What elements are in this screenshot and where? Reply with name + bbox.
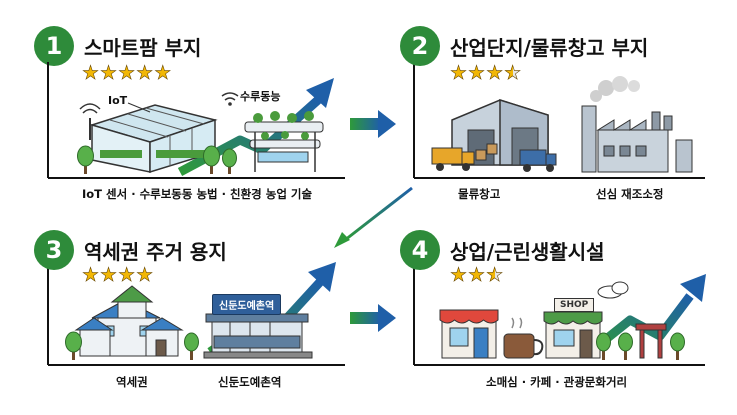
star-icon: ★	[468, 264, 487, 287]
star-icon: ★	[450, 264, 469, 287]
iot-label: IoT	[108, 94, 128, 107]
flow-arrow-3-to-4	[350, 304, 396, 332]
star-icon: ★	[450, 62, 469, 85]
houses-icon	[74, 285, 184, 357]
panel-2-caption-warehouse: 물류창고	[458, 187, 501, 201]
tree-icon	[65, 331, 199, 360]
factory-icon	[581, 105, 693, 173]
panel-4-number-badge: 4	[400, 230, 440, 270]
panel-3-growth-arrowhead	[308, 262, 336, 292]
star-half-icon: ★	[504, 62, 523, 85]
panel-3-rating: ★★★★	[82, 264, 155, 287]
flow-arrow-2-to-3	[334, 186, 413, 248]
panel-4-title: 상업/근린생활시설	[450, 240, 605, 264]
star-icon: ★	[486, 62, 505, 85]
tree-icon	[596, 332, 685, 360]
station-sign: 신둔도예촌역	[212, 294, 282, 315]
star-icon: ★	[118, 264, 137, 287]
iot-pointer-line	[127, 102, 151, 113]
shop-icon	[439, 309, 499, 359]
hydroponic-rack-icon	[244, 111, 324, 172]
cafe-icon	[543, 311, 603, 359]
panel-1-title: 스마트팜 부지	[84, 36, 202, 60]
panel-1-growth-arrowhead	[306, 78, 334, 108]
panel-4-rating: ★★★	[450, 264, 505, 287]
greenhouse-icon	[89, 104, 218, 174]
panel-4-caption: 소매심 · 카페 · 관광문화거리	[486, 375, 628, 389]
wifi-icon	[221, 92, 239, 106]
cloud-icon	[597, 281, 629, 299]
panel-1-number-badge: 1	[34, 26, 74, 66]
antenna-icon	[79, 103, 101, 140]
hydroponic-label: 수루동능	[240, 90, 281, 103]
station-icon	[203, 313, 313, 359]
panel-3-number-badge: 3	[34, 230, 74, 270]
panel-3-title: 역세권 주거 용지	[84, 240, 227, 264]
star-icon: ★	[100, 62, 119, 85]
panel-3-caption-station: 신둔도예촌역	[218, 375, 282, 389]
star-icon: ★	[82, 264, 101, 287]
star-icon: ★	[154, 62, 173, 85]
star-icon: ★	[82, 62, 101, 85]
panel-2-number-badge: 2	[400, 26, 440, 66]
tree-icon	[77, 145, 237, 174]
truck-icon	[431, 147, 557, 172]
star-icon: ★	[118, 62, 137, 85]
star-icon: ★	[136, 62, 155, 85]
star-icon: ★	[136, 264, 155, 287]
star-icon: ★	[468, 62, 487, 85]
flow-arrow-1-to-2	[350, 110, 396, 138]
coffee-cup-icon	[503, 317, 544, 359]
star-icon: ★	[100, 264, 119, 287]
shop-sign: SHOP	[554, 298, 595, 312]
smoke-icon	[590, 76, 640, 102]
panel-1-rating: ★★★★★	[82, 62, 173, 85]
panel-2-caption-factory: 선심 재조소정	[596, 187, 664, 201]
gate-icon	[635, 323, 667, 359]
panel-1-caption: IoT 센서 · 수루보동동 농법 · 친환경 농업 기술	[82, 187, 313, 201]
panel-3-caption-residential: 역세권	[116, 375, 148, 389]
star-half-icon: ★	[486, 264, 505, 287]
panel-4-growth-arrowhead	[680, 274, 706, 302]
panel-2-title: 산업단지/물류창고 부지	[450, 36, 649, 60]
panel-2-rating: ★★★★	[450, 62, 523, 85]
